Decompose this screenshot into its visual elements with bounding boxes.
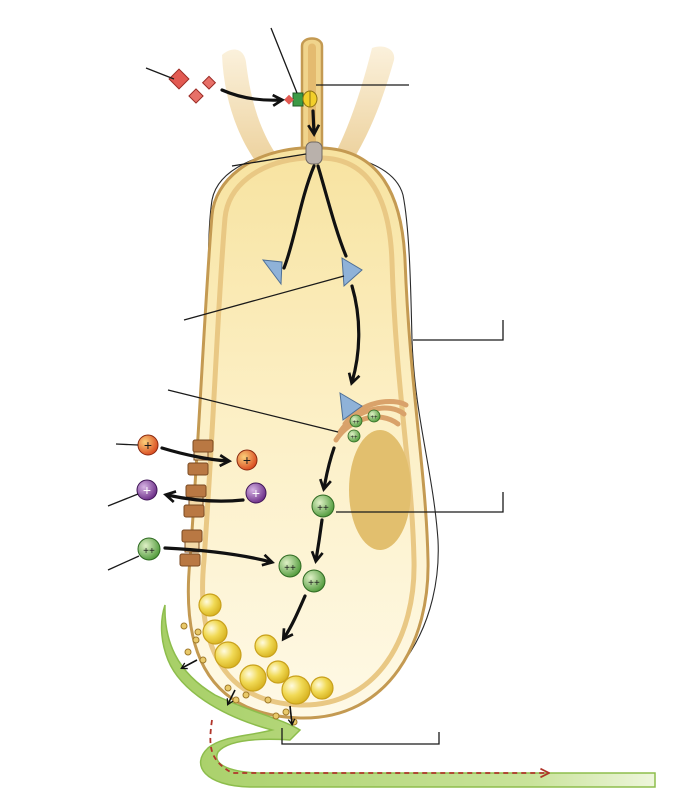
arrow-purple-efflux — [163, 490, 245, 503]
arrow-receptor-to-enzyme — [307, 109, 321, 138]
ion-orange-inside: + — [236, 449, 258, 471]
bracket-calcium — [336, 492, 504, 513]
arrow-enzyme-to-messenger-left — [282, 164, 316, 270]
svg-text:++: ++ — [308, 578, 320, 589]
ions: + + + + ++ ++ ++ ++ — [136, 409, 381, 593]
vesicle — [214, 641, 242, 669]
receptor — [292, 92, 304, 107]
second-messengers — [261, 257, 363, 421]
svg-text:++: ++ — [370, 415, 378, 421]
effector-enzyme — [305, 141, 323, 165]
bracket-synapse — [281, 728, 440, 745]
cell-membrane — [200, 155, 417, 708]
callout-leaders — [107, 27, 504, 745]
leader-enzyme — [231, 153, 307, 167]
cation-channel-3 — [179, 529, 203, 567]
ion-green-er-1: ++ — [349, 414, 363, 428]
synaptic-vesicles — [198, 593, 334, 705]
vesicle — [239, 664, 267, 692]
leader-green-ion — [107, 555, 140, 571]
microvillus-right — [334, 46, 395, 165]
arrow-green-influx — [163, 546, 275, 567]
vesicle — [202, 619, 228, 645]
leader-purple-ion — [107, 493, 139, 507]
ion-orange-outside: + — [137, 434, 159, 456]
vesicle — [310, 676, 334, 700]
svg-text:++: ++ — [317, 503, 329, 514]
arrow-release-3 — [287, 705, 296, 727]
afferent-nerve-fiber — [160, 604, 656, 788]
leader-receptor — [270, 27, 298, 94]
svg-text:++: ++ — [352, 420, 360, 426]
svg-text:++: ++ — [143, 546, 155, 557]
ion-green-er-2: ++ — [367, 409, 381, 423]
nucleus — [349, 430, 411, 550]
endoplasmic-reticulum — [333, 398, 409, 443]
vesicle — [266, 660, 290, 684]
arrow-release-1 — [180, 659, 198, 670]
svg-text:+: + — [243, 452, 251, 468]
ion-green-outside: ++ — [137, 537, 161, 561]
ion-green-cytosol: ++ — [302, 569, 326, 593]
vesicle — [198, 593, 222, 617]
leader-second-messenger — [183, 275, 345, 321]
ligand — [201, 75, 217, 90]
bracket-cell — [413, 320, 504, 341]
arrow-orange-influx — [160, 446, 233, 468]
ion-purple-outside: + — [136, 479, 158, 501]
svg-text:+: + — [143, 482, 151, 498]
bound-ligand — [284, 94, 294, 105]
ion-green-inside: ++ — [278, 554, 302, 578]
leader-er — [167, 389, 339, 433]
microvillus-left — [222, 49, 280, 170]
signaling-arrows — [160, 88, 361, 727]
action-potential-arrow — [209, 719, 548, 773]
receptor-complex — [284, 90, 318, 108]
svg-text:++: ++ — [284, 563, 296, 574]
arrow-cytosol-to-vesicles — [281, 594, 307, 642]
vesicle — [254, 634, 278, 658]
arrow-er-to-ion — [319, 446, 336, 492]
ion-green-store-release: ++ — [311, 494, 335, 518]
vesicle — [281, 675, 311, 705]
svg-text:++: ++ — [350, 435, 358, 441]
svg-text:+: + — [144, 437, 152, 453]
arrow-enzyme-to-messenger-right — [316, 164, 348, 258]
leader-ligand — [145, 67, 175, 80]
ligand — [188, 88, 204, 104]
second-messenger — [339, 392, 363, 421]
ion-purple-inside: + — [245, 482, 267, 504]
arrow-release-2 — [226, 689, 236, 706]
arrow-ligand-to-receptor — [220, 88, 286, 107]
arrow-ion-to-cytosol — [310, 518, 324, 564]
second-messenger — [341, 257, 363, 288]
cation-channel-1 — [187, 439, 214, 476]
leader-orange-ion — [115, 443, 139, 446]
taste-receptor-cell — [186, 146, 430, 720]
svg-text:+: + — [252, 485, 260, 501]
ion-green-er-3: ++ — [347, 429, 361, 443]
second-messenger — [261, 259, 283, 286]
tastant-molecules — [168, 68, 217, 104]
arrow-messenger-to-er — [347, 284, 361, 386]
ligand — [168, 68, 190, 90]
